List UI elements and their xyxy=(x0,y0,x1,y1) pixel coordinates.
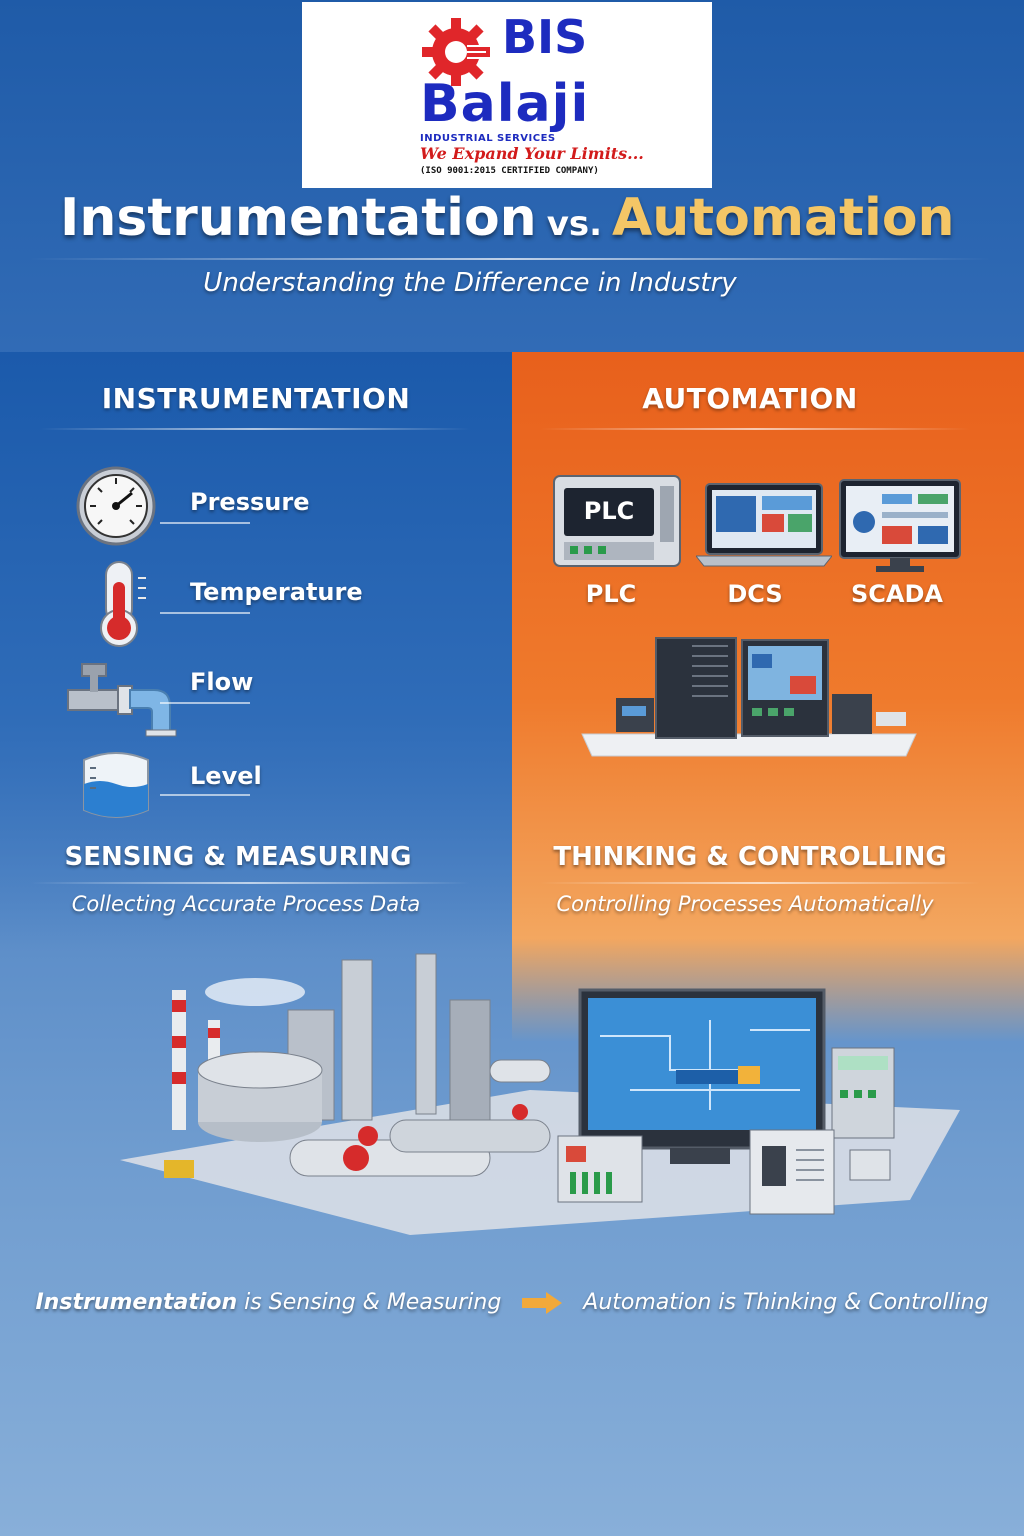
logo-iso-certification: (ISO 9001:2015 CERTIFIED COMPANY) xyxy=(420,166,599,176)
flow-label: Flow xyxy=(190,668,254,696)
sensing-divider xyxy=(30,882,470,884)
dcs-laptop-icon xyxy=(696,483,832,567)
instrumentation-heading: INSTRUMENTATION xyxy=(101,382,411,415)
automation-divider xyxy=(540,428,970,430)
pressure-gauge-icon xyxy=(76,466,156,546)
logo-balaji-text: Balaji xyxy=(420,74,590,134)
sensing-measuring-subtitle: Collecting Accurate Process Data xyxy=(71,892,421,916)
plc-icon xyxy=(553,475,681,567)
level-label: Level xyxy=(190,762,262,790)
automation-heading: AUTOMATION xyxy=(642,382,858,415)
industrial-plant xyxy=(164,953,551,1178)
instrumentation-panel xyxy=(0,352,512,952)
gear-logo-icon xyxy=(422,18,490,86)
pressure-line xyxy=(160,522,250,524)
pressure-label: Pressure xyxy=(190,488,310,516)
thermometer-icon xyxy=(100,561,146,647)
summary-instrumentation: Instrumentation xyxy=(35,1290,238,1315)
thinking-controlling-subtitle: Controlling Processes Automatically xyxy=(556,892,934,916)
dcs-label: DCS xyxy=(727,580,783,608)
page-subtitle: Understanding the Difference in Industry xyxy=(203,268,737,298)
logo-industrial-services: INDUSTRIAL SERVICES xyxy=(420,133,556,144)
title-vs: vs. xyxy=(546,204,603,244)
temperature-label: Temperature xyxy=(190,578,363,606)
plc-label: PLC xyxy=(585,580,637,608)
logo-bis-text: BIS xyxy=(502,10,588,64)
right-arrow-icon xyxy=(522,1292,563,1314)
sensing-measuring-heading: SENSING & MEASURING xyxy=(64,842,412,872)
plant-and-control-room-illustration xyxy=(120,953,960,1235)
plc-screen-text: PLC xyxy=(583,497,635,525)
scada-monitor-icon xyxy=(839,479,961,572)
control-room xyxy=(557,988,895,1215)
title-instrumentation: Instrumentation xyxy=(60,188,537,248)
title-divider xyxy=(30,258,990,260)
temperature-line xyxy=(160,612,250,614)
flow-line xyxy=(160,702,250,704)
company-logo: BIS Balaji INDUSTRIAL SERVICES We Expand… xyxy=(302,2,712,188)
flow-pipe-icon xyxy=(67,663,177,737)
logo-tagline: We Expand Your Limits... xyxy=(420,144,644,163)
thinking-controlling-heading: THINKING & CONTROLLING xyxy=(553,842,947,872)
scada-label: SCADA xyxy=(851,580,943,608)
level-tank-icon xyxy=(83,752,149,818)
summary-automation: Automation is Thinking & Controlling xyxy=(583,1290,989,1315)
thinking-divider xyxy=(540,882,980,884)
summary-line: Instrumentation is Sensing & Measuring A… xyxy=(0,1290,1024,1316)
summary-sensing-measuring: is Sensing & Measuring xyxy=(237,1290,502,1315)
control-system-illustration xyxy=(581,637,917,757)
level-line xyxy=(160,794,250,796)
instrumentation-divider xyxy=(40,428,470,430)
title-automation: Automation xyxy=(612,188,955,248)
